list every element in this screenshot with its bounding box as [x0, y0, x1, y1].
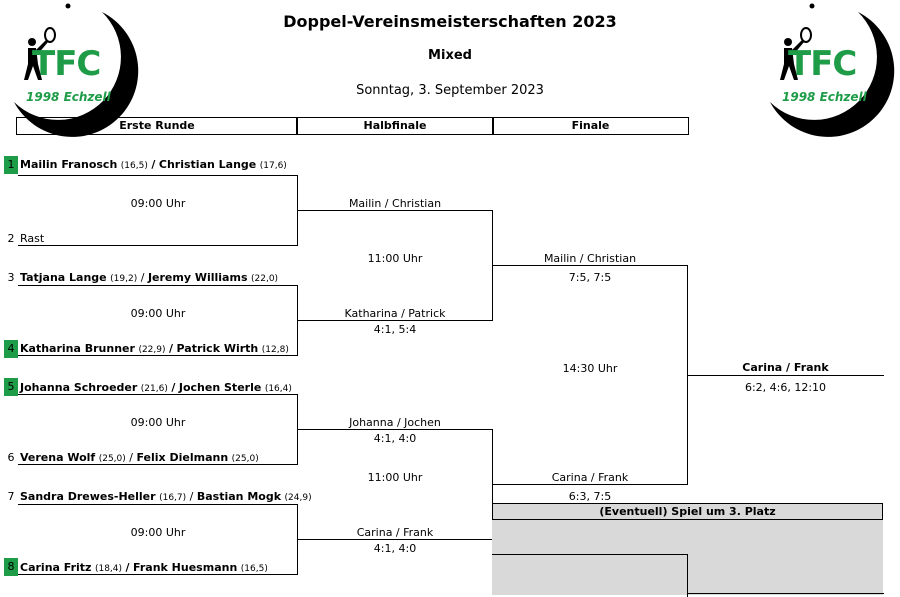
bracket-line: [18, 574, 298, 575]
seed-number: 2: [7, 232, 15, 245]
player-rating: (18,4): [94, 564, 123, 574]
event-date: Sonntag, 3. September 2023: [356, 83, 544, 98]
bracket-line: [18, 394, 298, 395]
semi-team: Carina / Frank: [356, 526, 434, 539]
bracket-line: [297, 429, 493, 430]
player-name: Rast: [20, 232, 45, 245]
club-logo-left: TFC 1998 Echzell: [2, 2, 142, 142]
logo-year-place: 1998 Echzell: [26, 90, 111, 104]
bracket-line: [297, 539, 493, 540]
semi-score: 4:1, 4:0: [373, 432, 417, 445]
bracket-line: [687, 593, 884, 594]
bracket-line: [492, 265, 688, 266]
seed-number: 8: [4, 558, 18, 576]
logo-swoosh: [14, 3, 139, 137]
champion-team: Carina / Frank: [742, 361, 829, 374]
semi-score: 4:1, 5:4: [373, 323, 417, 336]
bracket-line: [297, 210, 493, 211]
champion-score: 6:2, 4:6, 12:10: [744, 381, 827, 394]
third-place-header: (Eventuell) Spiel um 3. Platz: [492, 503, 883, 520]
player-name: Jeremy Williams: [147, 271, 248, 284]
bracket-line: [297, 320, 493, 321]
player-name: Frank Huesmann: [133, 561, 238, 574]
semi-score: 4:1, 4:0: [373, 542, 417, 555]
player-name: Carina Fritz: [20, 561, 92, 574]
bracket-line: [18, 355, 298, 356]
seed-number: 4: [4, 340, 18, 358]
player-rating: (25,0): [231, 454, 259, 464]
seed-number: 6: [7, 451, 15, 464]
finalist-team: Mailin / Christian: [543, 252, 637, 265]
player-name: Katharina Brunner: [20, 342, 135, 355]
match-time: 09:00 Uhr: [130, 197, 186, 210]
player-rating: (17,6): [259, 161, 287, 171]
player-rating: (16,7): [159, 493, 187, 503]
seed-number: 3: [7, 271, 15, 284]
bracket-line: [18, 175, 298, 176]
player-name: Mailin Franosch: [20, 158, 118, 171]
semi-team: Mailin / Christian: [348, 197, 442, 210]
player-rating: (22,0): [251, 274, 279, 284]
column-header-semi: Halbfinale: [296, 117, 494, 135]
bracket-line: [492, 554, 688, 555]
player-name: Verena Wolf: [20, 451, 96, 464]
player-rating: (21,6): [140, 384, 168, 394]
player-name: Christian Lange: [158, 158, 257, 171]
match-time: 11:00 Uhr: [367, 252, 423, 265]
pair-separator: /: [171, 381, 176, 394]
seed-number: 7: [7, 490, 15, 503]
pair-separator: /: [169, 342, 174, 355]
match-time: 14:30 Uhr: [562, 362, 618, 375]
column-header-round1: Erste Runde: [16, 117, 298, 135]
player-name: Patrick Wirth: [176, 342, 259, 355]
tennis-player-icon: [24, 27, 56, 80]
bracket-line: [492, 484, 688, 485]
bracket-line: [687, 554, 688, 597]
semi-team: Johanna / Jochen: [349, 416, 441, 429]
pair-separator: /: [189, 490, 194, 503]
bracket-line: [18, 245, 298, 246]
logo-text: TFC: [32, 44, 101, 84]
semi-team: Katharina / Patrick: [344, 307, 446, 320]
player-rating: (24,9): [284, 493, 312, 503]
bracket-line: [18, 464, 298, 465]
bracket-line: [18, 285, 298, 286]
player-rating: (16,4): [264, 384, 292, 394]
match-time: 11:00 Uhr: [367, 471, 423, 484]
player-name: Bastian Mogk: [196, 490, 282, 503]
match-time: 09:00 Uhr: [130, 307, 186, 320]
column-header-final: Finale: [492, 117, 689, 135]
player-name: Felix Dielmann: [136, 451, 229, 464]
pair-separator: /: [129, 451, 133, 464]
match-time: 09:00 Uhr: [130, 416, 186, 429]
bracket-line: [687, 375, 884, 376]
pair-separator: /: [151, 158, 156, 171]
logo-swoosh: [770, 3, 895, 137]
tennis-player-icon: [780, 27, 812, 80]
pair-separator: /: [140, 271, 145, 284]
logo-text: TFC: [788, 44, 857, 84]
finalist-team: Carina / Frank: [551, 471, 629, 484]
club-logo-right: TFC 1998 Echzell: [758, 2, 898, 142]
seed-number: 1: [4, 156, 18, 174]
player-rating: (19,2): [110, 274, 138, 284]
player-rating: (12,8): [261, 345, 289, 355]
player-rating: (25,0): [98, 454, 126, 464]
player-name: Johanna Schroeder: [20, 381, 138, 394]
player-rating: (16,5): [120, 161, 148, 171]
player-name: Sandra Drewes-Heller: [20, 490, 156, 503]
page-subtitle: Mixed: [428, 48, 472, 63]
player-rating: (16,5): [240, 564, 268, 574]
page-title: Doppel-Vereinsmeisterschaften 2023: [283, 12, 617, 31]
bracket-line: [18, 504, 298, 505]
logo-year-place: 1998 Echzell: [782, 90, 867, 104]
pair-separator: /: [125, 561, 130, 574]
finalist-score: 6:3, 7:5: [568, 490, 612, 503]
player-name: Tatjana Lange: [20, 271, 107, 284]
player-name: Jochen Sterle: [178, 381, 262, 394]
match-time: 09:00 Uhr: [130, 526, 186, 539]
finalist-score: 7:5, 7:5: [568, 271, 612, 284]
seed-number: 5: [4, 378, 18, 396]
player-rating: (22,9): [138, 345, 166, 355]
